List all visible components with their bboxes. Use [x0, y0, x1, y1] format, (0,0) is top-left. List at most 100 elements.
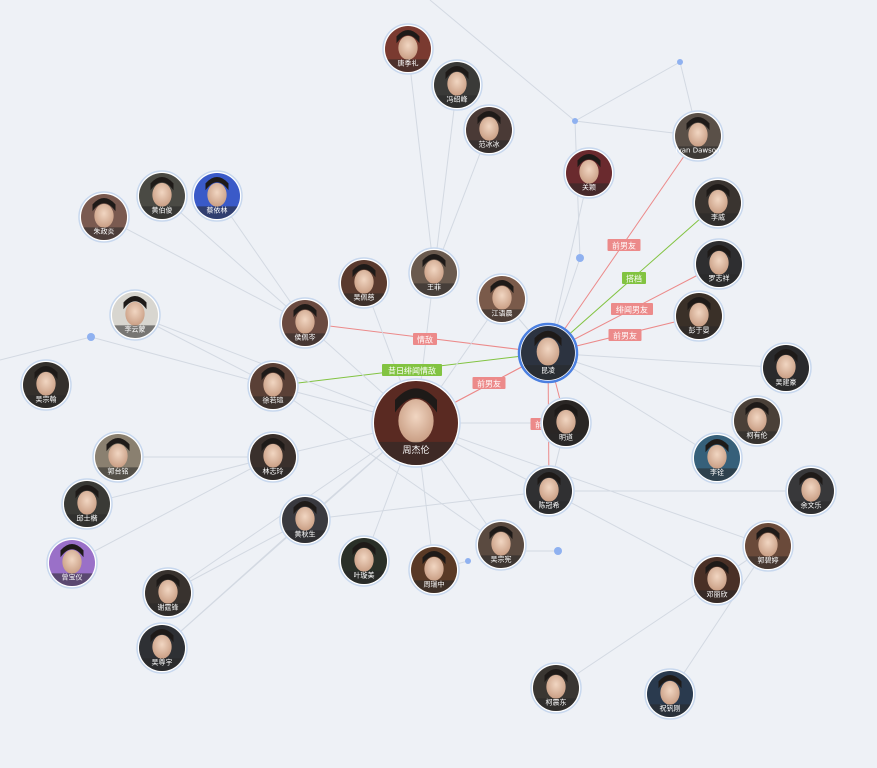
person-name: 冯绍峰: [447, 95, 468, 104]
person-name: 李威: [711, 213, 725, 222]
person-node-doll[interactable]: 蔡依林: [191, 170, 243, 229]
svg-text:前男友: 前男友: [612, 241, 636, 251]
edge-lin_zhiling-qiu: [86, 456, 274, 505]
person-node-jiang[interactable]: 江语晨: [476, 273, 528, 332]
person-node-wu_zongxian[interactable]: 吴宗宪: [475, 519, 527, 578]
person-node-lin_zhiling[interactable]: 林志玲: [247, 431, 299, 490]
graph-dot: [87, 333, 95, 341]
person-name: 彭于晏: [689, 326, 710, 335]
person-node-hou[interactable]: 侯佩岑: [279, 297, 331, 356]
person-node-qiu[interactable]: 邱士楷: [61, 478, 113, 537]
avatar-photo: [696, 241, 742, 287]
person-node-li_quan[interactable]: 李铨: [691, 432, 743, 491]
person-name: 黄伯俊: [152, 206, 173, 215]
edge-label: 前男友: [607, 239, 641, 251]
avatar-photo: [411, 250, 457, 296]
person-name: 陈冠希: [539, 501, 560, 510]
person-name: 林志玲: [263, 467, 284, 476]
edge-label: 前男友: [608, 329, 642, 341]
edge-lin_zhiling-zeng: [71, 456, 274, 564]
person-node-zeng[interactable]: 曾宝仪: [46, 537, 98, 596]
svg-text:搭档: 搭档: [626, 274, 642, 284]
person-node-deng[interactable]: 邓丽欣: [691, 554, 743, 613]
person-node-zhou_rui[interactable]: 周瑞中: [408, 544, 460, 603]
person-node-zhou[interactable]: 周杰伦: [371, 378, 461, 484]
person-name: 朱政炎: [94, 227, 115, 236]
person-node-ye[interactable]: 叶璇美: [338, 535, 390, 594]
person-name: 侯佩岑: [295, 333, 316, 342]
person-node-guo_rongming[interactable]: 郭台铭: [92, 431, 144, 490]
person-node-yu[interactable]: 余文乐: [785, 465, 837, 524]
person-node-wang_fei[interactable]: 王菲: [408, 247, 460, 306]
svg-text:昔日绯闻情敌: 昔日绯闻情敌: [388, 366, 436, 376]
avatar-photo: [341, 260, 387, 306]
person-node-xie[interactable]: 谢霆锋: [142, 567, 194, 626]
person-node-kun[interactable]: 昆凌: [517, 322, 579, 392]
person-node-ke_zhen[interactable]: 柯震东: [530, 662, 582, 721]
edge-huang_qiusheng-wu_xiuxi: [161, 519, 306, 649]
person-node-feng[interactable]: 冯绍峰: [431, 59, 483, 118]
person-name: 蔡依林: [207, 206, 228, 215]
person-name: 李铨: [710, 468, 724, 477]
person-node-ke[interactable]: 柯有伦: [731, 395, 783, 454]
person-node-wu_yinlong[interactable]: 吴宗翰: [20, 359, 72, 418]
edge-huang_qiusheng-xie: [167, 519, 306, 594]
avatar-photo: [763, 345, 809, 391]
person-node-li_wei[interactable]: 李威: [692, 177, 744, 236]
person-node-wu_peici[interactable]: 吴佩慈: [338, 257, 390, 316]
edge-chen-huang_qiusheng: [304, 490, 550, 521]
avatar-photo: [250, 363, 296, 409]
person-node-huang_qiusheng[interactable]: 黄秋生: [279, 494, 331, 553]
person-node-tang[interactable]: 唐季礼: [382, 23, 434, 82]
edge-guo-zhu_yinquan: [669, 545, 769, 695]
avatar-photo: [282, 497, 328, 543]
background-link: [574, 61, 681, 122]
person-node-fan[interactable]: 范冰冰: [463, 104, 515, 163]
edge-kun-li_quan: [547, 352, 718, 459]
avatar-photo: [466, 107, 512, 153]
person-node-huang_bo[interactable]: 黄伯俊: [136, 170, 188, 229]
avatar-photo: [112, 292, 158, 338]
person-name: 郭台铭: [108, 467, 129, 476]
person-name: 徐若瑄: [263, 396, 284, 405]
edge-wang_fei-feng: [433, 84, 458, 274]
person-node-zhu_yinquan[interactable]: 祝钒刚: [644, 668, 696, 727]
edge-label: 情敌: [413, 333, 437, 345]
person-node-dawson[interactable]: Ivan Dawson: [672, 110, 724, 169]
person-node-guo[interactable]: 郭碧婷: [742, 520, 794, 579]
person-name: 曾宝仪: [62, 573, 83, 582]
avatar-photo: [385, 26, 431, 72]
person-node-peng[interactable]: 彭于晏: [673, 290, 725, 349]
edge-hou-zhu: [103, 216, 306, 324]
person-node-li_yunmeng[interactable]: 李云蒙: [109, 289, 161, 348]
person-node-chen[interactable]: 陈冠希: [523, 465, 575, 524]
avatar-photo: [521, 326, 575, 380]
background-link: [429, 0, 576, 122]
background-link: [0, 336, 92, 361]
avatar-photo: [694, 435, 740, 481]
avatar-photo: [526, 468, 572, 514]
person-node-guan[interactable]: 关颖: [563, 147, 615, 206]
person-node-wu_jianhao[interactable]: 吴建豪: [760, 342, 812, 401]
person-node-luo[interactable]: 罗志祥: [693, 238, 745, 297]
edge-label: 绯闻男友: [611, 303, 653, 315]
person-node-ming[interactable]: 明道: [540, 397, 592, 456]
svg-text:绯闻男友: 绯闻男友: [616, 305, 648, 315]
person-node-zhu[interactable]: 朱政炎: [78, 191, 130, 250]
avatar-photo: [734, 398, 780, 444]
person-name: 黄秋生: [295, 530, 316, 539]
person-name: 邓丽欣: [707, 590, 728, 599]
person-node-wu_xiuxi[interactable]: 吴尊宇: [136, 622, 188, 681]
edge-kun-ke: [547, 352, 758, 422]
person-name: 吴建豪: [776, 378, 797, 387]
graph-dot: [465, 558, 471, 564]
edges-layer: [0, 0, 811, 695]
avatar-photo: [81, 194, 127, 240]
person-node-xu[interactable]: 徐若瑄: [247, 360, 299, 419]
person-name: 周瑞中: [424, 580, 445, 589]
avatar-photo: [533, 665, 579, 711]
person-name: Ivan Dawson: [676, 147, 721, 155]
edge-hou-huang_bo: [161, 195, 306, 324]
